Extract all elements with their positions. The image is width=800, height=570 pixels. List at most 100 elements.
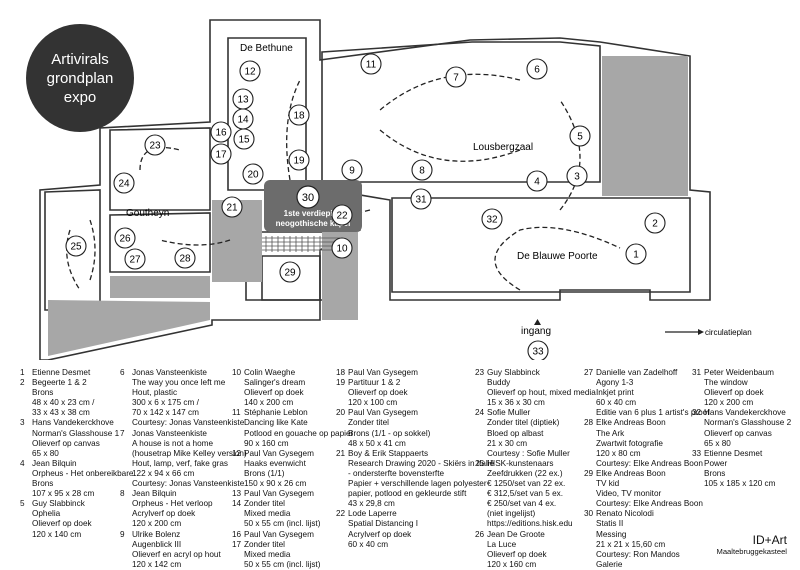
brand-sub: Maaltebruggekasteel (716, 547, 788, 556)
legend-number: 32 (692, 408, 702, 418)
location-marker-19 (288, 149, 310, 171)
location-number-6: 6 (534, 65, 540, 76)
legend-number: 8 (120, 489, 125, 499)
legend-number: 13 (232, 489, 242, 499)
stairs (262, 236, 340, 252)
location-number-21: 21 (226, 203, 238, 214)
legend-number: 5 (20, 499, 25, 509)
location-marker-8 (411, 159, 433, 181)
location-marker-9 (341, 159, 363, 181)
location-number-12: 12 (244, 67, 256, 78)
legend-entry-8: 8 Jean Bilquin Orpheus - Het verloop Acry… (120, 489, 247, 529)
location-marker-5 (569, 125, 591, 147)
location-marker-17 (210, 143, 232, 165)
legend-number: 27 (584, 368, 594, 377)
title-line-3: expo (63, 88, 97, 106)
legend-number: 33 (692, 448, 702, 458)
legend-number: 10 (232, 368, 242, 377)
room-label-ingang: ingang (521, 326, 551, 337)
legend-number: 1 (20, 368, 25, 377)
legend-number: 3 (20, 418, 25, 428)
legend-number: 19 (336, 378, 346, 388)
location-number-16: 16 (215, 128, 227, 139)
legend-number: 7 (120, 428, 125, 438)
location-marker-28 (174, 247, 196, 269)
location-number-25: 25 (70, 242, 82, 253)
legend-number: 28 (584, 418, 594, 428)
location-marker-11 (360, 53, 382, 75)
entrance-marker (534, 319, 541, 325)
legend-number: 29 (584, 468, 594, 478)
legend-number: 16 (232, 529, 242, 539)
legend-text: Ulrike Bolenz Augenblick III Olieverf en… (132, 529, 221, 569)
location-number-29: 29 (284, 268, 296, 279)
legend-number: 25 (475, 458, 485, 468)
legend-number: 14 (232, 499, 242, 509)
legend-number: 18 (336, 368, 346, 377)
chapel-line2: neogothische kapel (276, 219, 351, 228)
legend-number: 17 (232, 539, 242, 549)
location-number-18: 18 (293, 111, 305, 122)
legend-text: Begeerte 1 & 2 Brons 48 x 40 x 23 cm / 3… (32, 378, 95, 418)
location-marker-20 (242, 163, 264, 185)
legend-text: Zonder titel Mixed media 50 x 55 cm (inc… (244, 539, 321, 569)
legend-text: Paul Van Gysegem Haaks evenwicht Brons (… (244, 448, 314, 489)
legend-text: Zonder titel Mixed media 50 x 55 cm (inc… (244, 499, 321, 529)
location-number-14: 14 (237, 115, 249, 126)
chapel-number: 30 (302, 192, 314, 204)
location-number-20: 20 (247, 170, 259, 181)
legend-text: Jonas Vansteenkiste The way you once lef… (132, 368, 245, 428)
room-label-de-blauwe-poorte: De Blauwe Poorte (517, 251, 598, 262)
legend-number: 11 (232, 408, 241, 418)
location-number-11: 11 (366, 60, 377, 71)
location-number-23: 23 (149, 141, 161, 152)
legend-number: 26 (475, 529, 485, 539)
legend-text: Paul Van Gysegem (348, 368, 418, 377)
location-number-28: 28 (179, 254, 191, 265)
location-marker-26 (114, 227, 136, 249)
legend-text: Danielle van Zadelhoff Agony 1-3 Inkjet … (596, 368, 710, 418)
floor-plan: 30 1ste verdieping neogothische kapel De… (39, 19, 752, 360)
legend-text: Sofie Muller Zonder titel (diptiek) Bloe… (487, 408, 570, 458)
location-marker-2 (644, 212, 666, 234)
location-marker-3 (566, 165, 588, 187)
location-markers: 1234567891011121314151617181920212223242… (65, 53, 666, 360)
location-number-7: 7 (453, 73, 459, 84)
legend-text: Hans Vandekerckhove Norman's Glasshouse … (704, 408, 792, 448)
title-line-2: grondplan (46, 69, 114, 87)
location-marker-16 (210, 121, 232, 143)
title-line-1: Artivirals (51, 50, 109, 68)
grey-areas (48, 56, 688, 356)
room-label-lousbergzaal: Lousbergzaal (473, 142, 533, 153)
legend-text: Lode Laperre Spatial Distancing I Acrylv… (348, 509, 419, 549)
location-marker-1 (625, 243, 647, 265)
legend-text: Elke Andreas Boon TV kid Video, TV monit… (596, 468, 703, 509)
legend-number: 21 (336, 448, 346, 458)
legend-text: Jean Bilquin Orpheus - Het verloop Acryl… (132, 489, 213, 529)
legend-text: Paul Van Gysegem (244, 489, 314, 499)
location-marker-27 (124, 248, 146, 270)
location-marker-7 (445, 66, 467, 88)
brand: ID+Art Maaltebruggekasteel (707, 534, 788, 557)
location-marker-18 (288, 104, 310, 126)
title-badge: Artivirals grondplan expo (26, 24, 134, 132)
legend-text: Colin Waeghe Salinger's dream Olieverf o… (244, 368, 306, 408)
